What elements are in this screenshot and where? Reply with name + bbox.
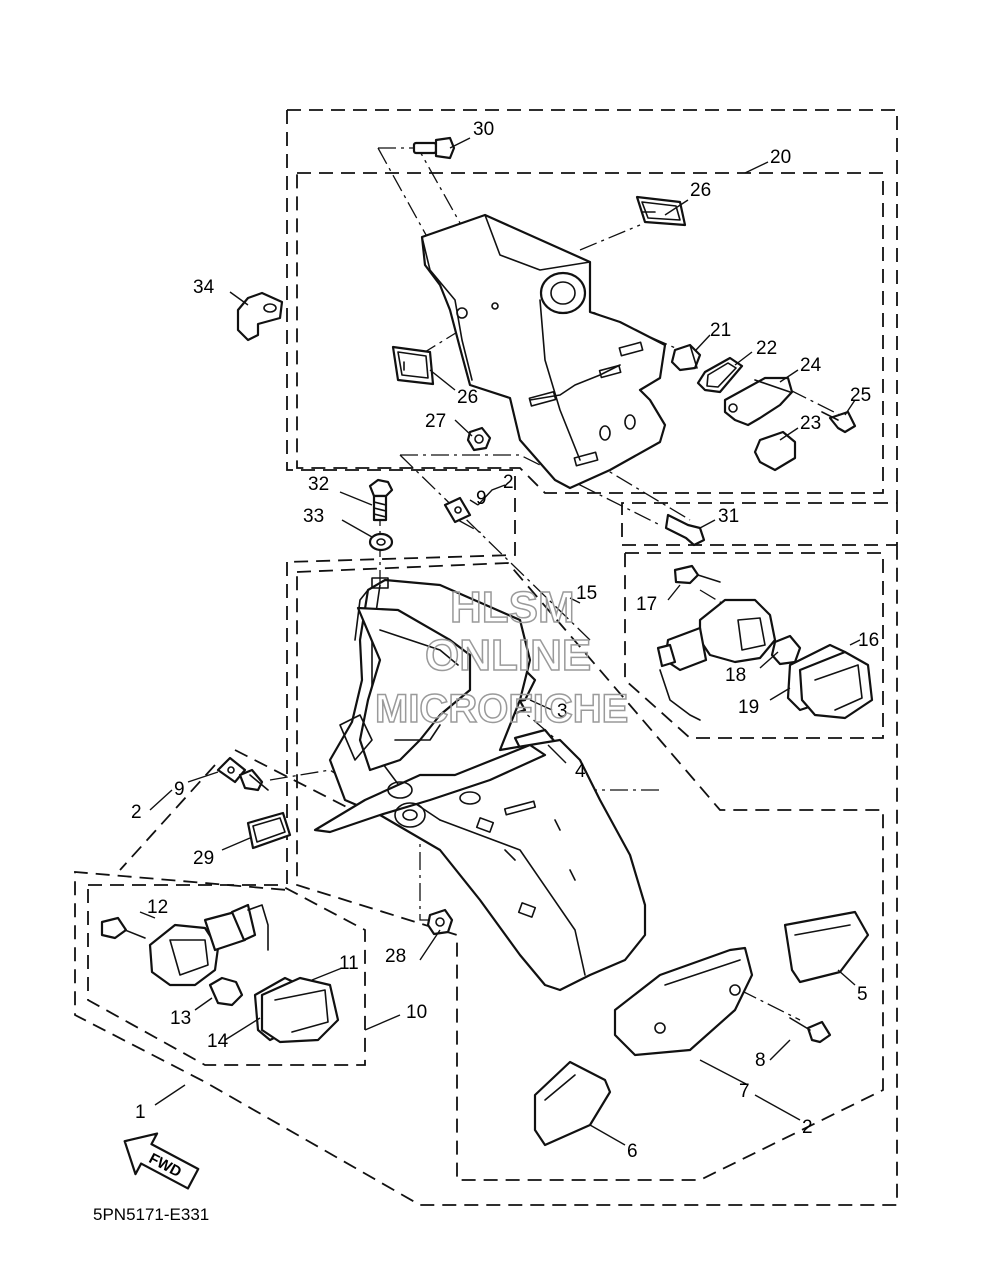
part-29-reflector[interactable] [246,811,292,850]
callout-12: 12 [147,897,168,918]
boundary-1 [74,545,898,1206]
callout-26-upper: 26 [690,180,711,201]
callout-22: 22 [756,338,777,359]
callout-28: 28 [385,946,406,967]
callout-33: 33 [303,506,324,527]
part-26-reflector-lower[interactable] [391,345,435,386]
watermark-line-1: HLSM [450,583,575,632]
part-9-clip-upper[interactable] [443,496,472,524]
part-15-turn-signal-right[interactable] [656,598,777,721]
callout-32: 32 [308,474,329,495]
part-18-bulb[interactable] [770,634,802,666]
callout-24: 24 [800,355,822,376]
callout-30: 30 [473,119,494,140]
fwd-direction-arrow: FWD [123,1132,200,1190]
part-6-lens[interactable] [533,1060,612,1147]
group-boundaries [74,109,898,1206]
callout-10: 10 [406,1002,427,1023]
callout-31: 31 [718,506,739,527]
callout-23: 23 [800,413,821,434]
part-22-gasket[interactable] [696,356,744,394]
callout-5: 5 [857,984,868,1005]
part-30-bolt[interactable] [412,136,456,160]
part-8-screw[interactable] [789,1017,832,1044]
license-bracket-arm[interactable] [313,577,547,834]
callout-18: 18 [725,665,746,686]
callout-17: 17 [636,594,657,615]
callout-6: 6 [627,1141,638,1162]
boundary-15 [624,552,884,739]
part-31-bolt[interactable] [664,513,706,547]
callout-20: 20 [770,147,791,168]
part-5-lens[interactable] [783,910,870,984]
callout-8: 8 [755,1050,766,1071]
part-12-screw[interactable] [100,916,146,940]
callout-26-lower: 26 [457,387,478,408]
callout-29: 29 [193,848,214,869]
callout-11: 11 [339,953,359,974]
callout-2-lower: 2 [802,1117,813,1138]
part-21-bulb[interactable] [670,343,702,372]
part-10-turn-signal-left[interactable] [148,903,269,987]
callout-16: 16 [858,630,879,651]
callout-21: 21 [710,320,731,341]
callout-9-upper: 9 [476,488,487,509]
part-28-nut[interactable] [426,908,454,936]
part-23-lens[interactable] [753,430,797,472]
part-7-tail-light-base[interactable] [613,946,754,1057]
part-26-reflector-upper[interactable] [635,195,687,227]
callout-15: 15 [576,583,597,604]
callout-9-left: 9 [174,779,185,800]
boundary-10 [87,884,366,1066]
callout-3: 3 [557,701,568,722]
callout-7: 7 [739,1081,750,1102]
callout-4: 4 [575,761,586,782]
part-17-screw[interactable] [673,564,721,585]
callout-34: 34 [193,277,215,298]
callout-2-left: 2 [131,802,142,823]
callout-1: 1 [135,1102,146,1123]
part-25-screw[interactable] [821,410,857,434]
callout-25: 25 [850,385,871,406]
watermark: HLSM ONLINE MICROFICHE [374,582,629,732]
boundary-2 [296,562,884,1181]
part-27-nut[interactable] [466,426,492,452]
part-34-clamp[interactable] [236,291,284,342]
part-33-washer[interactable] [368,532,394,552]
callout-13: 13 [170,1008,191,1029]
callout-27: 27 [425,411,446,432]
leader-lines [139,137,861,1146]
boundary-top-assembly [286,109,898,563]
fwd-arrow-icon [123,1132,200,1190]
callout-19: 19 [738,697,759,718]
watermark-line-3: MICROFICHE [375,687,628,731]
callouts: 30 20 26 34 21 22 24 26 25 27 23 32 9 2 … [131,119,879,1162]
boundary-9-left [119,749,373,871]
callout-14: 14 [207,1031,229,1052]
diagram-code: 5PN5171-E331 [93,1205,209,1224]
boundary-20 [296,172,884,494]
part-13-bulb[interactable] [208,976,244,1007]
part-16-lens-right[interactable] [798,650,874,720]
part-32-bolt[interactable] [368,478,394,522]
part-24-license-light[interactable] [723,376,794,427]
part-11-lens-left[interactable] [260,976,340,1044]
callout-2-upper: 2 [503,472,514,493]
part-20-tail-light-bracket[interactable] [420,213,667,490]
part-9-clip-left[interactable] [216,756,269,792]
watermark-line-2: ONLINE [425,631,591,680]
